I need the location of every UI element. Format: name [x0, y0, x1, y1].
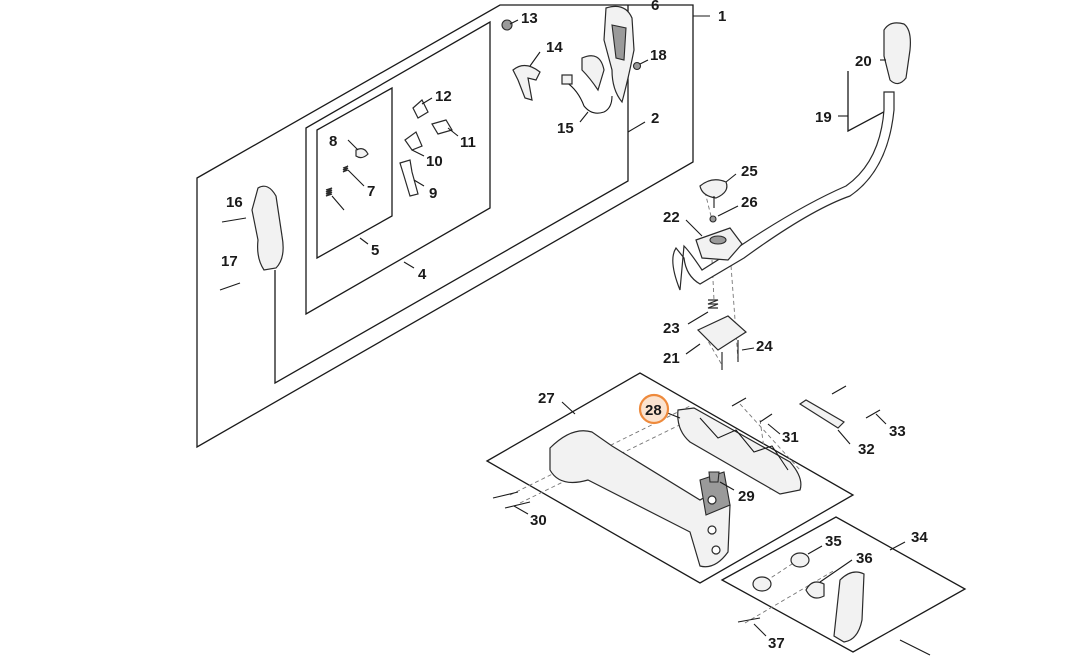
callout-20[interactable]: 20 [855, 53, 872, 70]
frame-group-34 [720, 516, 967, 653]
cover-34-part [833, 571, 865, 643]
callout-34[interactable]: 34 [911, 529, 928, 546]
loop-handle-19-part [672, 91, 895, 291]
parts [219, 5, 931, 656]
cover-29-part [677, 407, 802, 495]
callout-8[interactable]: 8 [329, 133, 337, 150]
screw-30a-part [492, 491, 519, 499]
callout-24[interactable]: 24 [756, 338, 773, 355]
callout-14[interactable]: 14 [546, 39, 563, 56]
handle-hole-1-part [707, 495, 717, 505]
frame-group-1 [196, 4, 694, 449]
callout-13[interactable]: 13 [521, 10, 538, 27]
handle-hole-3-part [711, 545, 721, 555]
nut-18-part [632, 61, 642, 71]
callout-2[interactable]: 2 [651, 110, 659, 127]
callout-10[interactable]: 10 [426, 153, 443, 170]
frame-group-19 [847, 71, 894, 133]
callout-33[interactable]: 33 [889, 423, 906, 440]
callout-36[interactable]: 36 [856, 550, 873, 567]
strip-32-part [798, 399, 845, 429]
callout-11[interactable]: 11 [460, 134, 476, 151]
callout-25[interactable]: 25 [741, 163, 758, 180]
screw-31b-part [759, 413, 773, 423]
washer-26-part [709, 215, 717, 223]
cable-15-part [565, 81, 613, 114]
callout-4[interactable]: 4 [418, 266, 427, 283]
callout-6-top[interactable]: 6 [651, 0, 659, 14]
callout-19[interactable]: 19 [815, 109, 832, 126]
handle-body-27-part [549, 430, 731, 568]
handle-hole-2-part [707, 525, 717, 535]
callout-21[interactable]: 21 [663, 350, 680, 367]
lever-12-part [412, 99, 429, 119]
callout-9[interactable]: 9 [429, 185, 437, 202]
callout-32[interactable]: 32 [858, 441, 875, 458]
callout-27[interactable]: 27 [538, 390, 555, 407]
screw-33b-part [865, 409, 881, 419]
callout-16[interactable]: 16 [226, 194, 243, 211]
slide-11-part [431, 119, 453, 135]
lever-9-part [399, 159, 419, 197]
screw-16-part [221, 217, 247, 223]
screw-13-part [501, 19, 513, 31]
callout-37[interactable]: 37 [768, 635, 785, 652]
throttle-trigger-part [512, 64, 541, 101]
callout-23[interactable]: 23 [663, 320, 680, 337]
callout-17[interactable]: 17 [221, 253, 238, 270]
bushing-35b-part [752, 576, 772, 592]
callout-1[interactable]: 1 [718, 8, 726, 25]
spring-23-part [707, 299, 719, 309]
frame-group-5 [316, 86, 393, 260]
callout-7[interactable]: 7 [367, 183, 375, 200]
spring-6-part [325, 187, 333, 197]
screw-30b-part [504, 501, 531, 509]
callout-22[interactable]: 22 [663, 209, 680, 226]
frame-group-2 [274, 5, 629, 385]
grip-20-part [883, 22, 911, 85]
frame-group-27 [485, 372, 855, 584]
cable-connector-part [561, 74, 573, 85]
clamp-lower-21-part [696, 315, 747, 351]
callout-30[interactable]: 30 [530, 512, 547, 529]
cover-29-ribs [699, 417, 789, 471]
bushing-35a-part [790, 552, 810, 568]
clamp-36-part [805, 581, 825, 599]
callout-12[interactable]: 12 [435, 88, 452, 105]
clip-8-part [355, 148, 369, 159]
star-knob-25-part [699, 179, 728, 199]
callout-28[interactable]: 29 [738, 488, 755, 505]
shaft-stub-part [899, 639, 931, 656]
callout-31[interactable]: 31 [782, 429, 799, 446]
screw-37-part [737, 617, 761, 623]
screw-33a-part [831, 385, 847, 395]
group-frames [196, 4, 967, 653]
callout-18[interactable]: 18 [650, 47, 667, 64]
callout-35[interactable]: 35 [825, 533, 842, 550]
housing-rib-part [611, 24, 627, 61]
selected-part-highlight[interactable] [638, 393, 670, 425]
leader-lines [331, 15, 906, 637]
interlock-lever-part [581, 55, 605, 92]
screw-17-part [219, 282, 241, 291]
plug-28-part [708, 471, 720, 483]
left-grip-part [251, 185, 284, 271]
frame-group-4 [305, 20, 491, 316]
screw-31a-part [731, 397, 747, 407]
callout-26[interactable]: 26 [741, 194, 758, 211]
clamp-hole-part [709, 235, 727, 245]
callouts: 6 1 2 4 5 7 8 9 10 11 12 13 14 15 16 17 … [221, 0, 928, 652]
callout-29-selected[interactable]: 28 [645, 402, 662, 419]
lever-10-part [404, 131, 423, 151]
spring-7-part [342, 165, 349, 173]
callout-5[interactable]: 5 [371, 242, 379, 259]
callout-15[interactable]: 15 [557, 120, 574, 137]
